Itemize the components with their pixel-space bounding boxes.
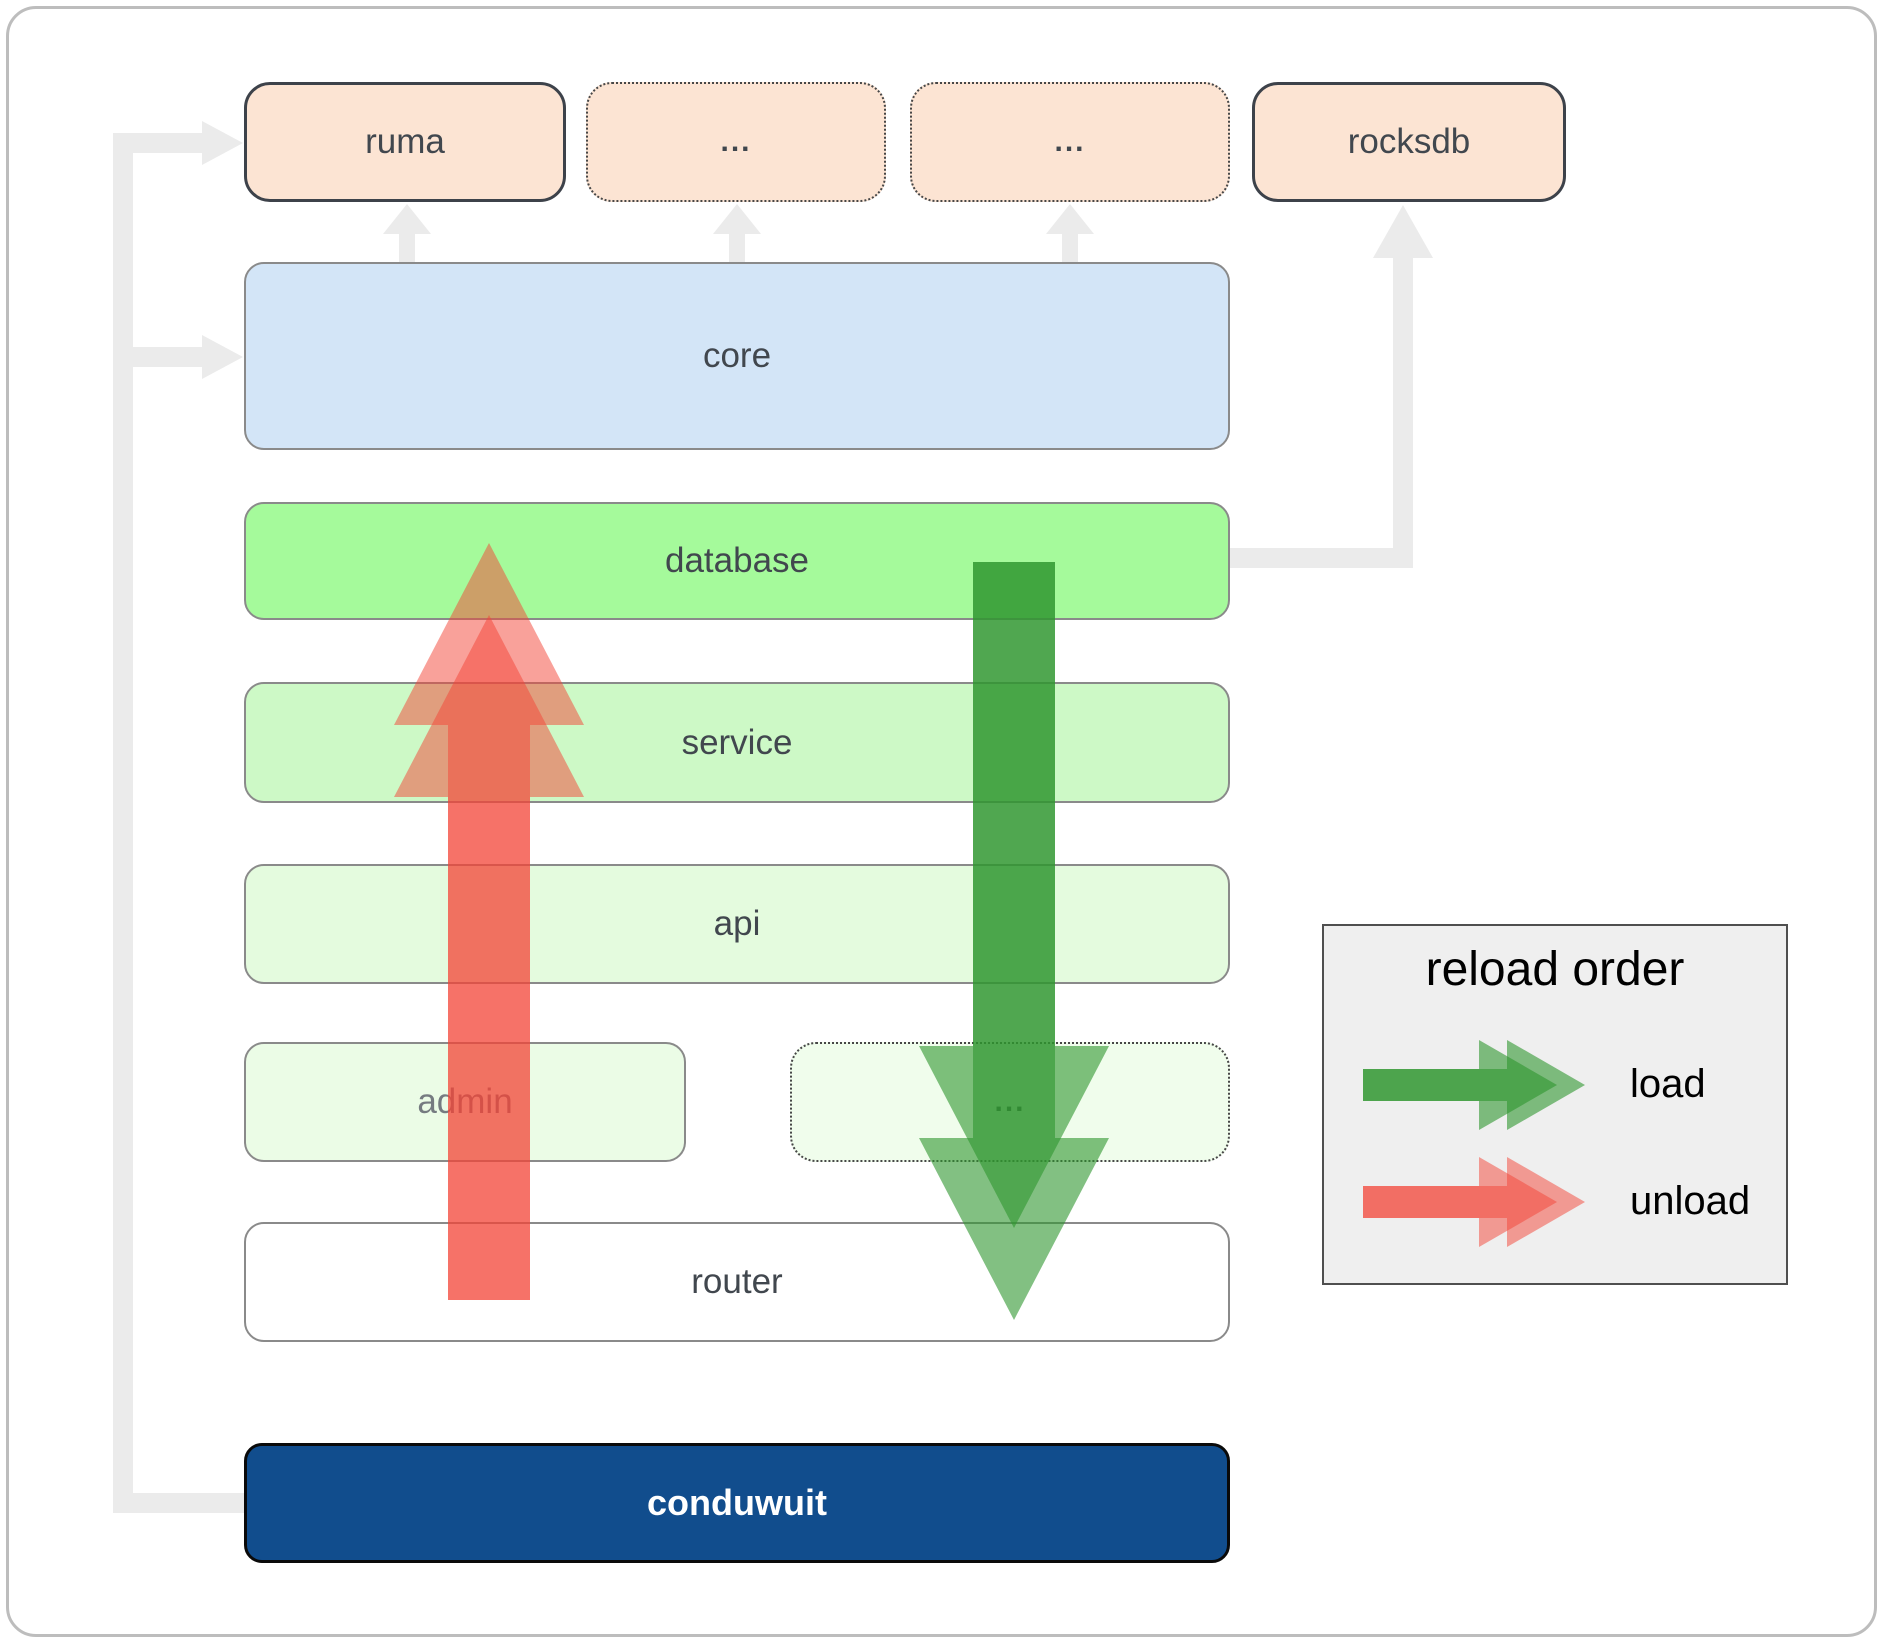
node-core: core [244,262,1230,450]
node-label: ... [1054,125,1086,158]
node-service: service [244,682,1230,803]
node-admin: admin [244,1042,686,1162]
legend-title: reload order [1425,943,1685,996]
node-label: service [681,722,793,762]
node-label: database [664,541,810,580]
node-api: api [244,864,1230,984]
node-router: router [244,1222,1230,1342]
node-database: database [244,502,1230,620]
node-label: api [713,904,761,943]
node-crates-more-1: ... [586,82,886,202]
node-rocksdb: rocksdb [1252,82,1566,202]
legend-load-label: load [1630,1062,1706,1106]
node-label: router [691,1262,783,1301]
legend-unload-label: unload [1630,1179,1751,1223]
node-label: ... [720,125,752,158]
outer-border [6,6,1877,1637]
node-label: ruma [365,122,445,161]
node-service-more: ... [790,1042,1230,1162]
node-label: admin [417,1082,513,1121]
node-label: core [702,336,772,375]
node-conduwuit: conduwuit [244,1443,1230,1563]
node-ruma: ruma [244,82,566,202]
node-label: ... [994,1085,1026,1118]
node-label: conduwuit [647,1482,827,1523]
node-crates-more-2: ... [910,82,1230,202]
node-label: rocksdb [1347,122,1471,161]
